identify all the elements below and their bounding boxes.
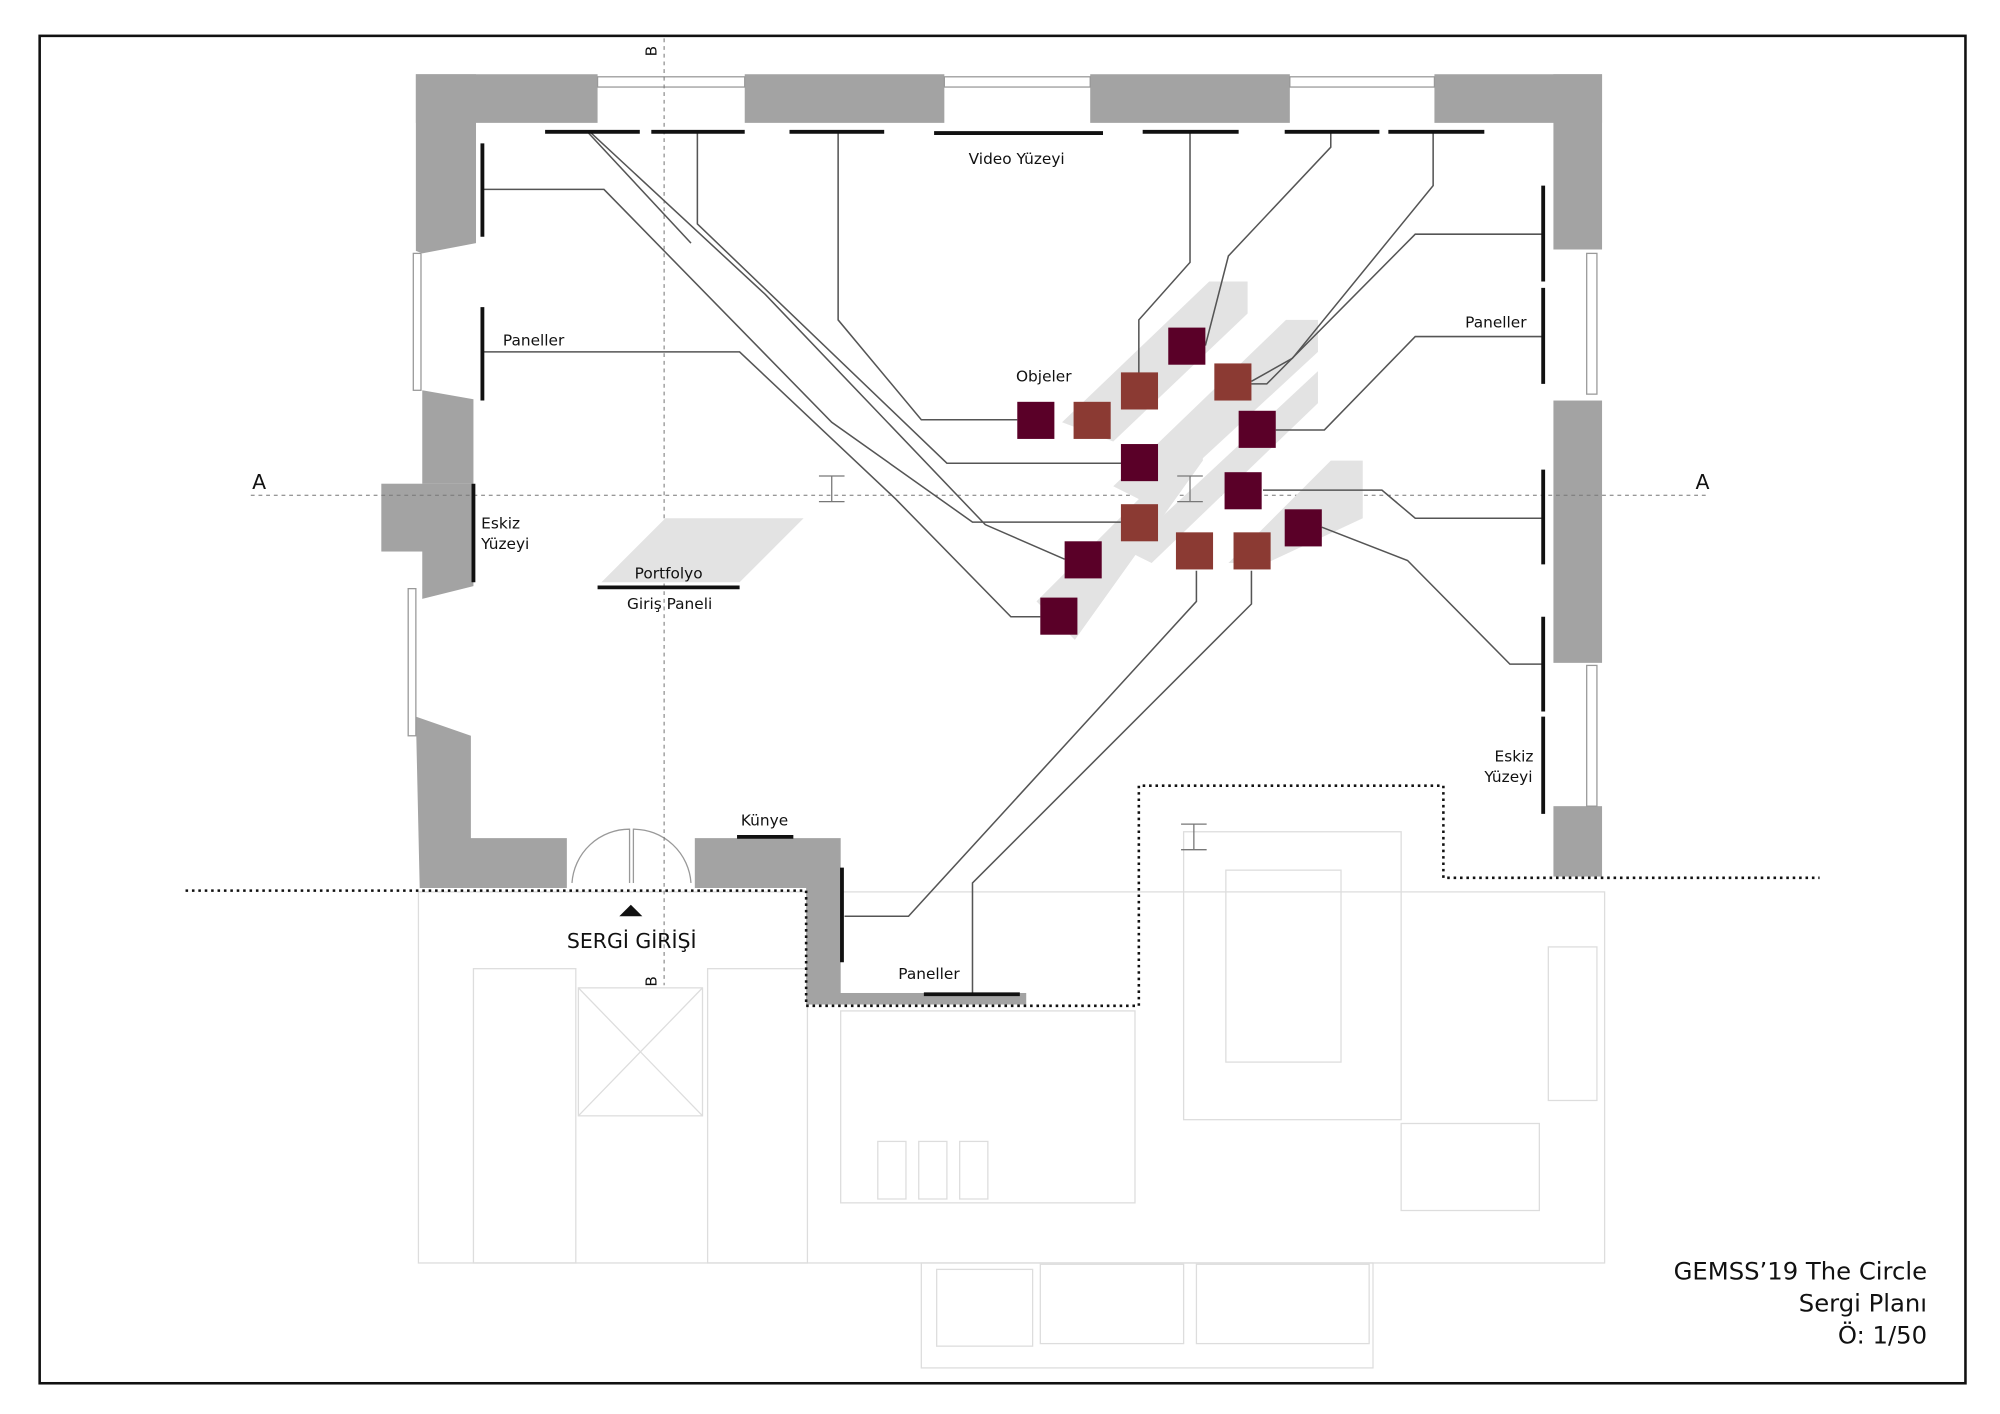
object-dark	[1168, 327, 1206, 365]
leader-lines	[483, 132, 1542, 993]
label-sketch-left-2: Yüzeyi	[480, 535, 529, 553]
section-a-left: A	[252, 470, 266, 494]
label-video-surface: Video Yüzeyi	[969, 150, 1065, 168]
panels	[471, 129, 1546, 997]
label-credits: Künye	[741, 811, 788, 829]
object-dark	[1017, 401, 1055, 439]
object-shadows	[601, 281, 1363, 640]
adjacent-building-ghost	[417, 831, 1606, 1369]
object-dark	[1120, 444, 1159, 482]
label-panels-right: Paneller	[1465, 314, 1527, 332]
object-brown	[1120, 372, 1159, 410]
label-sketch-right-2: Yüzeyi	[1483, 768, 1532, 786]
section-a-right: A	[1695, 470, 1709, 494]
label-sketch-left-1: Eskiz	[481, 514, 520, 532]
object-dark	[1224, 472, 1262, 510]
section-b-top: B	[642, 46, 660, 57]
entrance-arrow-icon	[619, 904, 643, 917]
section-lines	[250, 38, 1710, 986]
label-objects: Objeler	[1016, 367, 1072, 385]
object-brown	[1214, 363, 1252, 401]
column-icons	[818, 475, 1207, 851]
label-portfolio: Portfolyo	[635, 564, 703, 582]
label-entry-panel: Giriş Paneli	[627, 595, 712, 613]
object-dark	[1064, 541, 1102, 579]
object-dark	[1238, 410, 1276, 448]
frame-border	[38, 34, 1967, 1385]
object-brown	[1175, 532, 1214, 570]
object-dark	[1284, 509, 1322, 547]
label-panels-bottom: Paneller	[898, 965, 960, 983]
section-b-bottom: B	[642, 976, 660, 987]
label-panels-left: Paneller	[503, 332, 565, 350]
object-brown	[1233, 532, 1271, 570]
label-entrance: SERGİ GİRİŞİ	[567, 928, 697, 953]
object-brown	[1120, 504, 1159, 542]
object-brown	[1073, 401, 1111, 439]
plan-subtitle: Sergi Planı	[1799, 1289, 1927, 1318]
plan-scale: Ö: 1/50	[1838, 1321, 1927, 1350]
exhibition-boundary-2	[804, 784, 1820, 1008]
walls	[381, 74, 1603, 1005]
object-dark	[1040, 597, 1078, 635]
label-sketch-right-1: Eskiz	[1495, 747, 1534, 765]
objects	[1017, 327, 1322, 635]
plan-title: GEMSS’19 The Circle	[1674, 1257, 1928, 1286]
